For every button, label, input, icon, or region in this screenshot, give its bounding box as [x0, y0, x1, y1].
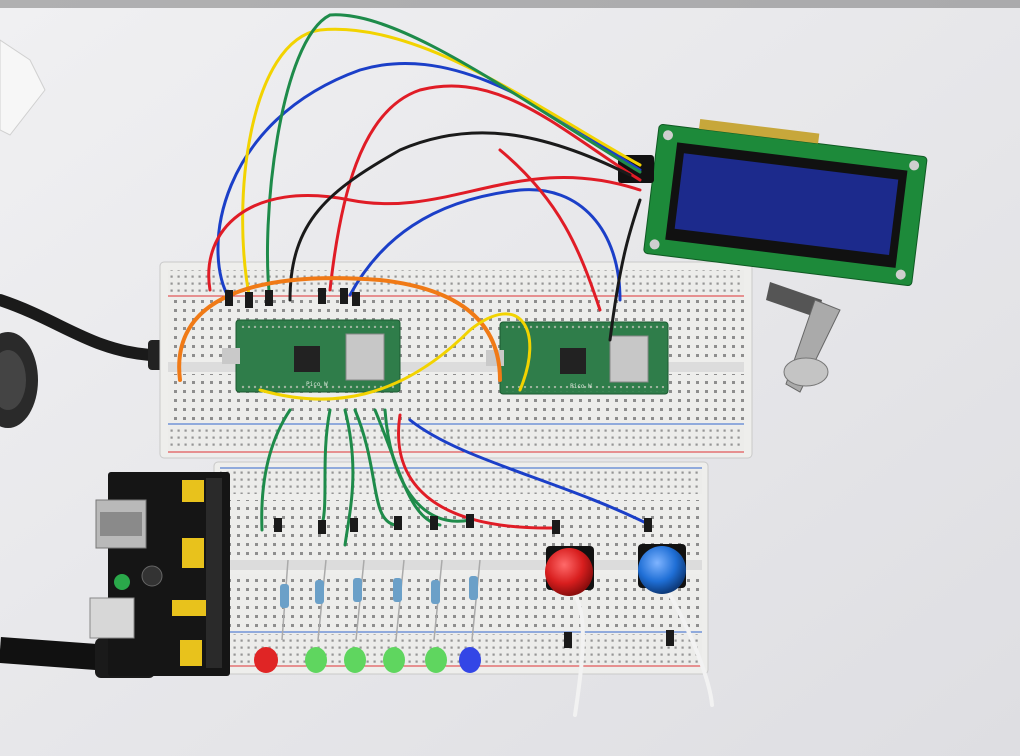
- resistor: [315, 559, 327, 641]
- usb-cable: [0, 294, 156, 361]
- wifi-shield-right: [609, 335, 649, 383]
- pico-board-left: Pico W: [222, 319, 401, 393]
- led-red: [254, 647, 278, 673]
- resistors: [280, 559, 481, 641]
- led-blue: [459, 647, 481, 673]
- paper-scrap: [0, 39, 46, 136]
- capacitor: [141, 565, 163, 587]
- jumper-wires: [177, 13, 714, 717]
- round-device-inner: [0, 350, 26, 410]
- board-label-left: Pico W: [306, 381, 328, 388]
- led-green: [383, 647, 405, 673]
- power-supply-module: [89, 472, 230, 676]
- jumper-top: [182, 480, 204, 502]
- led-green: [344, 647, 366, 673]
- dc-jack: [89, 597, 135, 639]
- lcd-screen: [674, 153, 899, 256]
- sensor-module: [766, 282, 841, 393]
- resistor: [353, 559, 365, 641]
- jumper-mid: [172, 600, 206, 616]
- wifi-shield-left: [345, 333, 385, 381]
- push-button-red: [545, 546, 594, 596]
- jumper-bottom: [180, 640, 202, 666]
- led-green: [305, 647, 327, 673]
- push-button-blue: [638, 544, 686, 594]
- pico-board-right: Pico W: [486, 321, 669, 395]
- lcd-module: [643, 119, 928, 287]
- board-label-right: Pico W: [570, 383, 592, 390]
- dc-cable: [0, 637, 111, 671]
- resistor: [469, 559, 481, 641]
- led-green: [425, 647, 447, 673]
- resistor: [280, 559, 289, 641]
- bottom-breadboard: [213, 461, 709, 675]
- resistor: [393, 559, 405, 641]
- top-dark-edge: [0, 0, 1020, 8]
- wire-ends: [225, 288, 674, 648]
- leds: [254, 647, 481, 673]
- resistor: [431, 559, 443, 641]
- power-led: [114, 574, 130, 590]
